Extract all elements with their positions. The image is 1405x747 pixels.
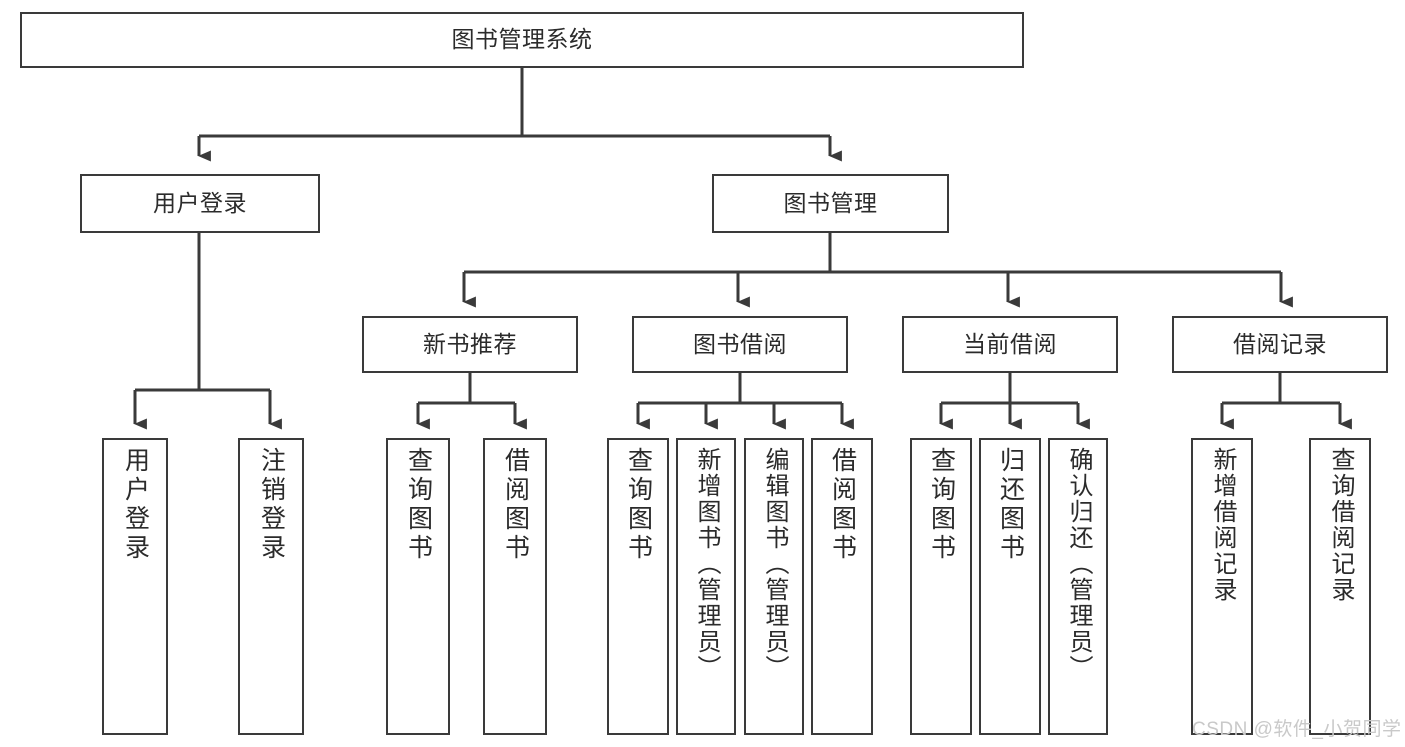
node-leaf-borrow-book-1[interactable]: 借阅图书 xyxy=(483,438,547,735)
node-leaf-query-book-2[interactable]: 查询图书 xyxy=(607,438,669,735)
node-label: 确认归还（管理员） xyxy=(1065,447,1092,681)
node-user-login[interactable]: 用户登录 xyxy=(80,174,320,233)
node-new-book-recommend[interactable]: 新书推荐 xyxy=(362,316,578,373)
node-label: 图书管理系统 xyxy=(451,26,593,53)
node-leaf-query-record[interactable]: 查询借阅记录 xyxy=(1309,438,1371,735)
node-label: 借阅记录 xyxy=(1233,330,1327,357)
node-leaf-borrow-book-2[interactable]: 借阅图书 xyxy=(811,438,873,735)
node-leaf-query-book-1[interactable]: 查询图书 xyxy=(386,438,450,735)
csdn-watermark: CSDN @软件_小贺同学 xyxy=(1192,719,1402,740)
node-label: 借阅图书 xyxy=(828,447,857,563)
node-label: 查询图书 xyxy=(404,447,433,563)
node-book-borrow[interactable]: 图书借阅 xyxy=(632,316,848,373)
node-label: 查询借阅记录 xyxy=(1327,447,1354,603)
node-label: 图书管理 xyxy=(783,189,878,216)
node-label: 查询图书 xyxy=(624,447,653,563)
node-root-book-management-system[interactable]: 图书管理系统 xyxy=(20,12,1024,68)
node-label: 用户登录 xyxy=(153,189,247,216)
node-leaf-confirm-return[interactable]: 确认归还（管理员） xyxy=(1048,438,1108,735)
node-current-borrow[interactable]: 当前借阅 xyxy=(902,316,1118,373)
node-leaf-add-book[interactable]: 新增图书（管理员） xyxy=(676,438,736,735)
node-borrow-record[interactable]: 借阅记录 xyxy=(1172,316,1388,373)
node-leaf-query-book-3[interactable]: 查询图书 xyxy=(910,438,972,735)
node-leaf-user-logout[interactable]: 注销登录 xyxy=(238,438,304,735)
node-label: 借阅图书 xyxy=(501,447,530,563)
node-leaf-add-record[interactable]: 新增借阅记录 xyxy=(1191,438,1253,735)
node-label: 新书推荐 xyxy=(423,330,517,357)
node-label: 归还图书 xyxy=(996,447,1025,563)
node-label: 查询图书 xyxy=(927,447,956,563)
node-leaf-edit-book[interactable]: 编辑图书（管理员） xyxy=(744,438,804,735)
node-label: 新增图书（管理员） xyxy=(693,447,720,681)
node-leaf-return-book[interactable]: 归还图书 xyxy=(979,438,1041,735)
node-label: 编辑图书（管理员） xyxy=(761,447,788,681)
node-label: 当前借阅 xyxy=(963,330,1057,357)
node-label: 用户登录 xyxy=(121,447,150,563)
node-book-management[interactable]: 图书管理 xyxy=(712,174,949,233)
node-label: 新增借阅记录 xyxy=(1209,447,1236,603)
node-leaf-user-login[interactable]: 用户登录 xyxy=(102,438,168,735)
node-label: 注销登录 xyxy=(257,447,286,563)
node-label: 图书借阅 xyxy=(693,330,787,357)
